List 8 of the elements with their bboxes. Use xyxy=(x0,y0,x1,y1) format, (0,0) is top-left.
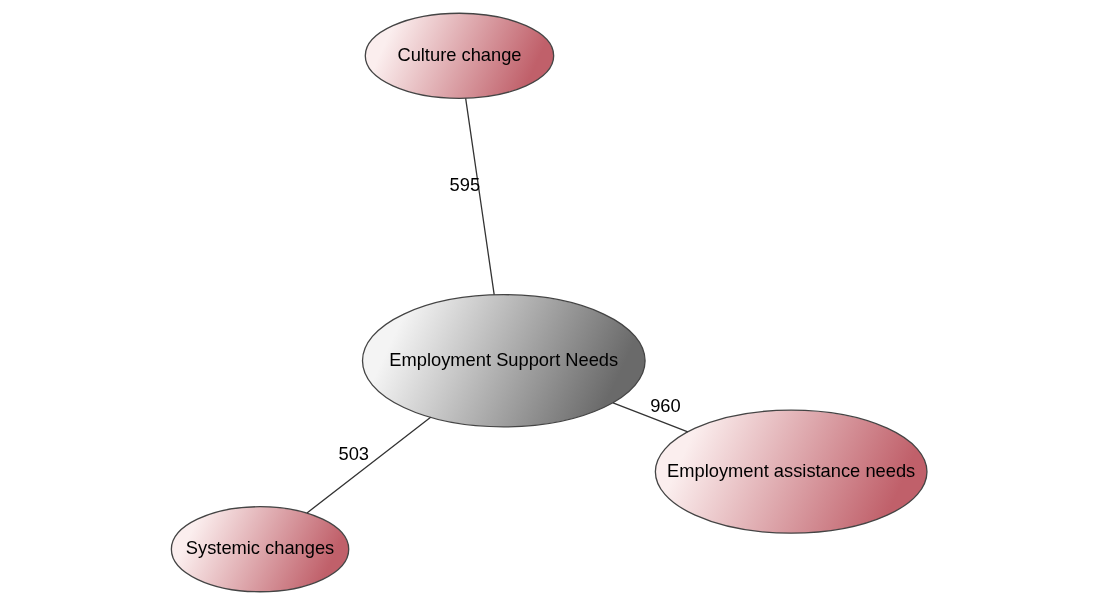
connector xyxy=(612,402,689,433)
connector xyxy=(465,97,495,296)
node-ellipse: Employment Support Needs xyxy=(361,294,646,428)
node-ellipse: Culture change xyxy=(364,12,555,99)
node-ellipse: Systemic changes xyxy=(170,506,350,593)
connector xyxy=(306,416,432,514)
edge-label: 595 xyxy=(449,174,481,196)
edge-label: 503 xyxy=(338,443,370,465)
